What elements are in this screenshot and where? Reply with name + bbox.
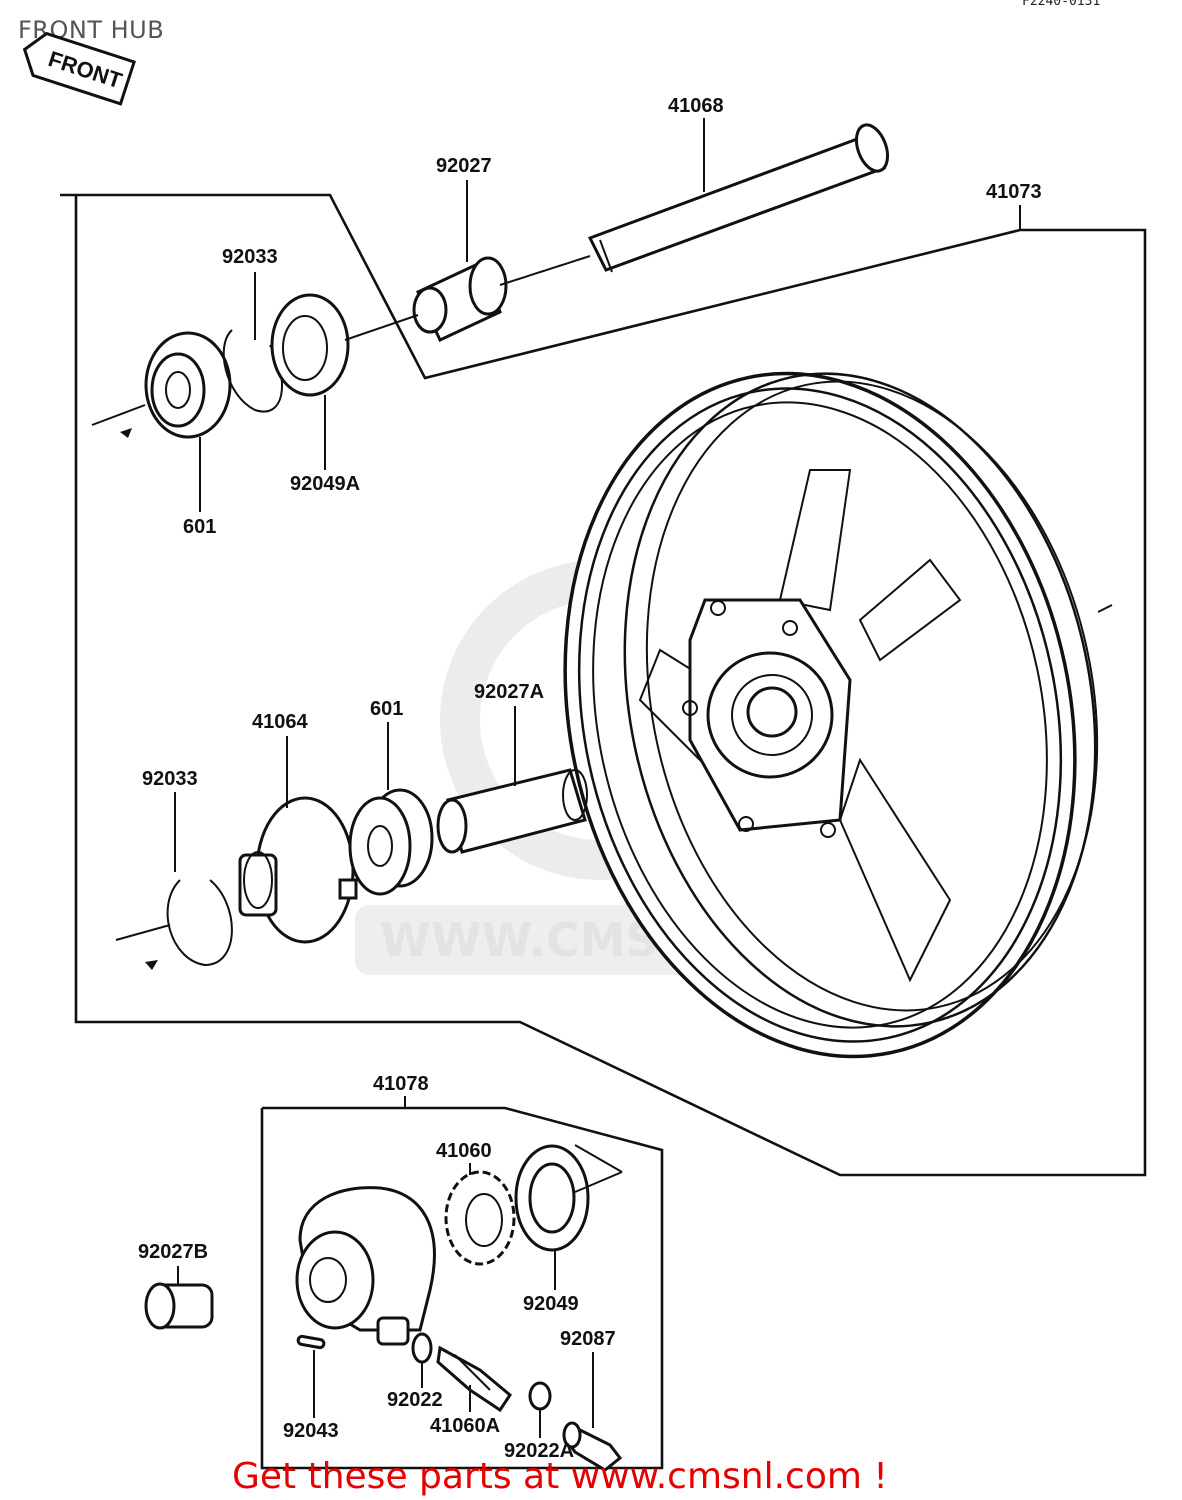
part-number-41078: 41078 bbox=[373, 1073, 429, 1095]
part-number-41060: 41060 bbox=[436, 1140, 492, 1162]
part-number-92087: 92087 bbox=[560, 1328, 616, 1350]
label-601-top: 601 bbox=[183, 437, 216, 538]
label-601-mid: 601 bbox=[370, 698, 403, 790]
part-number-41060A: 41060A bbox=[430, 1415, 500, 1437]
part-number-92033-top: 92033 bbox=[222, 246, 278, 268]
part-number-92033-mid: 92033 bbox=[142, 768, 198, 790]
pin-92043 bbox=[296, 1334, 326, 1350]
label-92027B: 92027B bbox=[138, 1241, 208, 1285]
washer-92022A bbox=[528, 1381, 552, 1411]
circlip-92033-mid bbox=[166, 879, 233, 967]
axle-assembly-frame bbox=[60, 193, 1147, 1177]
label-41060A: 41060A bbox=[430, 1385, 500, 1437]
label-41064: 41064 bbox=[252, 711, 308, 808]
label-41078: 41078 bbox=[373, 1073, 429, 1108]
meter-shaft-41060A bbox=[436, 1345, 512, 1413]
axle-41068 bbox=[587, 123, 890, 273]
parts-link-banner[interactable]: Get these parts at www.cmsnl.com ! bbox=[232, 1456, 888, 1497]
label-41073: 41073 bbox=[986, 181, 1042, 230]
label-92027: 92027 bbox=[436, 155, 492, 262]
plug-92087 bbox=[562, 1421, 623, 1472]
label-92049: 92049 bbox=[523, 1250, 579, 1315]
gear-housing-frame bbox=[260, 1106, 664, 1470]
label-41068: 41068 bbox=[668, 95, 724, 192]
part-number-92022: 92022 bbox=[387, 1389, 443, 1411]
label-92027A: 92027A bbox=[474, 681, 544, 786]
meter-gear-41060 bbox=[444, 1170, 516, 1266]
label-41060: 41060 bbox=[436, 1140, 492, 1175]
part-number-41064: 41064 bbox=[252, 711, 308, 733]
front-direction-arrow: FRONT bbox=[22, 31, 137, 106]
label-92022A: 92022A bbox=[504, 1410, 574, 1462]
part-number-92027B: 92027B bbox=[138, 1241, 208, 1263]
label-92087: 92087 bbox=[560, 1328, 616, 1428]
part-number-41073: 41073 bbox=[986, 181, 1042, 203]
part-number-41068: 41068 bbox=[668, 95, 724, 117]
speedometer-gear-housing bbox=[295, 1186, 436, 1346]
part-number-601-top: 601 bbox=[183, 516, 216, 538]
washer-92022 bbox=[411, 1332, 433, 1364]
oil-seal-92049A bbox=[270, 293, 350, 397]
part-number-92027: 92027 bbox=[436, 155, 492, 177]
part-number-92049A: 92049A bbox=[290, 473, 360, 495]
part-number-92027A: 92027A bbox=[474, 681, 544, 703]
retainer-41064 bbox=[238, 796, 358, 944]
bearing-601-mid bbox=[348, 788, 434, 896]
part-number-92043: 92043 bbox=[283, 1420, 339, 1442]
part-number-601-mid: 601 bbox=[370, 698, 403, 720]
bearing-601-top bbox=[144, 331, 232, 439]
label-92022: 92022 bbox=[387, 1362, 443, 1411]
label-92043: 92043 bbox=[283, 1350, 339, 1442]
label-92049A: 92049A bbox=[290, 395, 360, 495]
label-92033-mid: 92033 bbox=[142, 768, 198, 872]
bushing-92027B bbox=[144, 1282, 214, 1330]
part-number-92049: 92049 bbox=[523, 1293, 579, 1315]
part-number-92022A: 92022A bbox=[504, 1440, 574, 1462]
oil-seal-92049 bbox=[514, 1144, 590, 1252]
front-wheel-41073 bbox=[563, 371, 1113, 1059]
diagram-code: F2240-0131 bbox=[1022, 0, 1101, 9]
collar-92027 bbox=[412, 256, 508, 342]
label-92033-top: 92033 bbox=[222, 246, 278, 340]
spacer-92027A bbox=[436, 768, 588, 854]
